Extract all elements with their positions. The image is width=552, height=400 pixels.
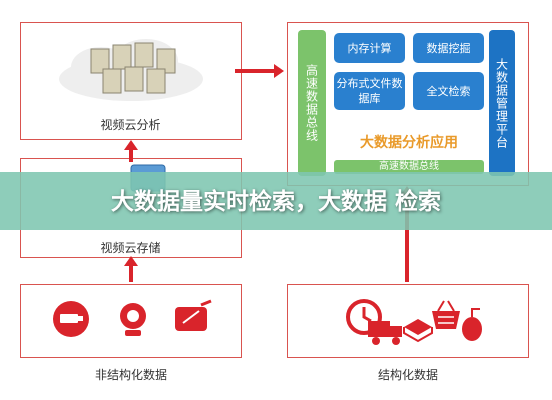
mouse-pen-icon [462,308,482,341]
arrow-structured-to-platform [405,192,409,282]
cloud-servers-icon [59,39,203,101]
arrow-to-platform [235,69,277,73]
shopping-basket-icon [432,300,460,329]
cloud-analysis-label: 视频云分析 [100,118,161,132]
structured-data-box [287,284,529,358]
webcam-icon [120,303,146,336]
big-data-app-title: 大数据分析应用 [360,135,458,151]
big-data-platform-column: 大数据管理平台 [489,30,515,176]
structured-data-label: 结构化数据 [377,368,438,382]
banner-title: 大数据量实时检索，大数据 检索 [110,189,441,215]
overlay-banner [0,172,552,230]
unstructured-data-label: 非结构化数据 [94,368,167,382]
arrow-head-up-analysis [124,140,138,150]
cloud-storage-label: 视频云存储 [100,241,161,255]
delivery-truck-icon [368,321,402,345]
arrow-storage-to-analysis [129,148,133,162]
module-data-mining: 数据挖掘 [413,33,484,63]
module-distributed-file-db: 分布式文件数据库 [334,72,405,110]
surveillance-camera-icon [53,301,89,337]
high-speed-bus-bar: 高速数据总线 [334,160,484,174]
arrow-head-right [274,64,284,78]
cloud-analysis-box: 视频云分析 [20,22,242,140]
unstructured-data-box [20,284,242,358]
module-memory-compute: 内存计算 [334,33,405,63]
book-icon [403,319,433,343]
arrow-unstructured-to-storage [129,262,133,282]
drawing-tablet-icon [175,299,212,331]
module-fulltext-search: 全文检索 [413,72,484,110]
high-speed-bus-column: 高速数据总线 [298,30,326,176]
arrow-head-up-storage [124,256,138,266]
